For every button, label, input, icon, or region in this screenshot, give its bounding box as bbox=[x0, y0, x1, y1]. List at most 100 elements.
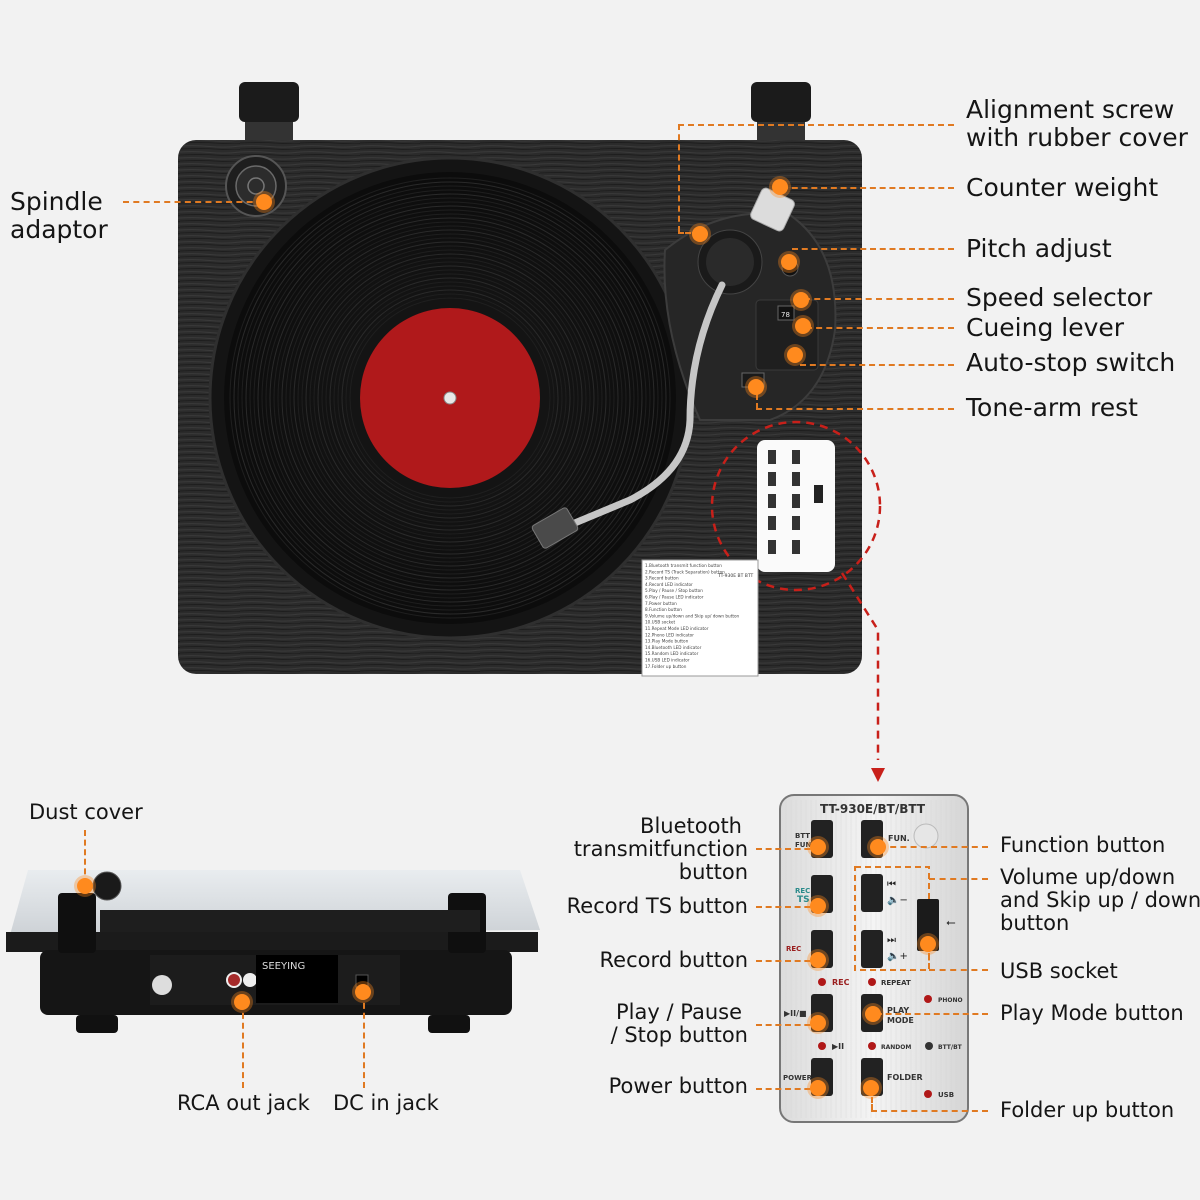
label-speed-selector: Speed selector bbox=[966, 283, 1153, 312]
groove bbox=[329, 277, 571, 519]
sticker-model: TT-930E BT BTT bbox=[717, 573, 754, 579]
play-caption: ▶II/■ bbox=[784, 1009, 807, 1018]
callout-line-pitch bbox=[792, 248, 954, 250]
callout-dot-folder bbox=[863, 1080, 879, 1096]
groove bbox=[325, 273, 575, 523]
label-record-ts: Record TS button bbox=[566, 894, 748, 918]
groove bbox=[289, 237, 611, 559]
callout-line-playmode bbox=[876, 1013, 988, 1015]
callout-dot-playmode bbox=[865, 1006, 881, 1022]
sticker-item: 4.Record LED indicator bbox=[645, 582, 693, 587]
mini-button bbox=[768, 472, 776, 486]
mini-button bbox=[792, 540, 800, 554]
callout-dot-pitch bbox=[781, 254, 797, 270]
usb-icon: ⭠ bbox=[946, 915, 956, 929]
callout-line-alignment bbox=[678, 124, 954, 126]
callout-dot-dustcover bbox=[77, 878, 93, 894]
callout-dot-cueing bbox=[795, 318, 811, 334]
groove bbox=[261, 209, 639, 587]
sticker-item: 10.USB socket bbox=[645, 620, 675, 625]
mini-button bbox=[792, 472, 800, 486]
label-folder-up: Folder up button bbox=[1000, 1098, 1175, 1122]
ir-sensor bbox=[913, 823, 939, 849]
callout-line-alignment-v bbox=[678, 124, 680, 232]
mini-button bbox=[792, 450, 800, 464]
led-btt-bt-label: BTT/BT bbox=[938, 1044, 963, 1051]
callout-line-rec bbox=[756, 960, 820, 962]
callout-line-folder bbox=[871, 1110, 988, 1112]
skip-down-vol-down-button[interactable] bbox=[861, 874, 883, 912]
callout-line-usb-v bbox=[928, 946, 930, 969]
highlight-circle bbox=[710, 420, 882, 592]
callout-dot-rec bbox=[810, 952, 826, 968]
groove bbox=[313, 261, 587, 535]
groove bbox=[297, 245, 603, 551]
label-pitch-adjust: Pitch adjust bbox=[966, 234, 1112, 263]
groove bbox=[237, 185, 663, 611]
led-phono-label: PHONO bbox=[938, 997, 963, 1004]
callout-line-autostop bbox=[800, 364, 954, 366]
led-random bbox=[868, 1042, 876, 1050]
mini-button bbox=[768, 450, 776, 464]
fun-caption: FUN. bbox=[888, 834, 910, 843]
groove bbox=[281, 229, 619, 567]
groove bbox=[317, 265, 583, 531]
groove bbox=[249, 197, 651, 599]
mini-button bbox=[768, 516, 776, 530]
groove bbox=[293, 241, 607, 555]
groove bbox=[269, 217, 631, 579]
rec-ts-caption-1: REC bbox=[795, 887, 810, 895]
callout-line-play bbox=[756, 1024, 820, 1026]
led-repeat bbox=[868, 978, 876, 986]
hinge-right bbox=[751, 82, 811, 142]
power-caption: POWER bbox=[783, 1074, 813, 1082]
label-bluetooth-transmit: Bluetooth transmitfunction button bbox=[573, 814, 748, 884]
vol-up-icon: 🔈+ bbox=[887, 951, 908, 962]
callout-dot-rca bbox=[234, 994, 250, 1010]
mini-usb bbox=[814, 485, 823, 503]
groove bbox=[253, 201, 647, 595]
led-btt-bt bbox=[925, 1042, 933, 1050]
groove bbox=[349, 297, 551, 499]
sticker-item: 3.Record button bbox=[645, 576, 679, 581]
groove bbox=[305, 253, 595, 543]
skip-back-icon: ⏮ bbox=[887, 879, 896, 890]
sticker-item: 6.Play / Pause LED indicator bbox=[645, 595, 704, 600]
tonearm bbox=[566, 281, 726, 529]
sticker-item: 2.Record TS (Track Separation) button bbox=[645, 569, 725, 574]
groove bbox=[273, 221, 627, 575]
led-phono bbox=[924, 995, 932, 1003]
callout-line-rca bbox=[242, 1003, 244, 1088]
plinth-control-panel bbox=[757, 440, 835, 572]
sticker-item: 9.Volume up/down and Skip up/ down butto… bbox=[645, 613, 740, 618]
skip-up-vol-up-button[interactable] bbox=[861, 930, 883, 968]
callout-dot-usb bbox=[920, 936, 936, 952]
callout-line-rects bbox=[756, 906, 820, 908]
groove bbox=[233, 181, 667, 615]
btt-caption-1: BTT bbox=[795, 832, 810, 840]
callout-line-alignment-h2 bbox=[678, 232, 698, 234]
skip-fwd-icon: ⏭ bbox=[887, 935, 896, 946]
label-power: Power button bbox=[608, 1074, 748, 1098]
label-spindle-adaptor: Spindle adaptor bbox=[10, 187, 108, 244]
spindle-adaptor bbox=[225, 155, 287, 217]
callout-line-armrest-v bbox=[756, 385, 758, 409]
rear-view-turntable bbox=[6, 870, 540, 1033]
label-alignment-screw: Alignment screw with rubber cover bbox=[966, 95, 1188, 152]
panel-model: TT-930E/BT/BTT bbox=[820, 802, 926, 816]
groove bbox=[241, 189, 659, 607]
groove bbox=[309, 257, 591, 539]
sticker-item: 1.Bluetooth transmit function button bbox=[645, 563, 722, 568]
groove bbox=[337, 285, 563, 511]
play-mode-caption-2: MODE bbox=[887, 1016, 914, 1025]
callout-dot-spindle bbox=[256, 194, 272, 210]
groove bbox=[321, 269, 579, 527]
btt-caption-2: FUN. bbox=[795, 841, 814, 849]
groove bbox=[265, 213, 635, 583]
led-play-label: ▶II bbox=[832, 1042, 844, 1051]
groove bbox=[341, 289, 559, 507]
sticker-item: 12.Phono LED indicator bbox=[645, 632, 694, 637]
folder-caption: FOLDER bbox=[887, 1073, 923, 1082]
callout-line-usb bbox=[929, 969, 988, 971]
